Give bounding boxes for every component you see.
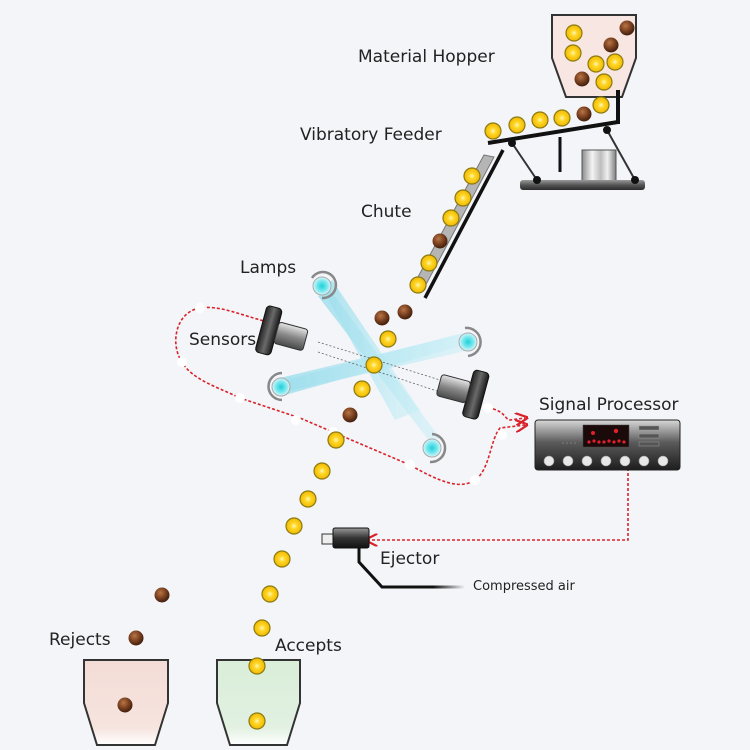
label-feeder: Vibratory Feeder [300,125,442,145]
processor-knob [543,455,555,467]
accepted-particle [587,55,605,73]
accepted-particle [564,44,582,62]
accepted-particle [508,116,526,134]
rejected-particle [397,304,413,320]
accepted-particle [606,53,624,71]
accepted-particle [409,276,427,294]
label-lamps: Lamps [240,258,297,278]
accepted-particle [379,330,397,348]
processor-knob [581,455,593,467]
rejected-particle [619,20,635,36]
processor-knob [619,455,631,467]
label-hopper: Material Hopper [358,47,495,67]
rejected-particle [117,697,133,713]
accepted-particle [327,431,345,449]
label-rejects: Rejects [49,630,111,650]
rejected-particle [374,310,390,326]
lamp-icon-bottom [422,432,447,464]
accepted-particle [248,712,266,730]
camera-sensor-icon-left [255,305,309,356]
rejected-particle [576,106,592,122]
accepted-particle [595,73,613,91]
particles [117,20,635,730]
lamp-icon-left [267,371,291,402]
rejected-particle [432,233,448,249]
accepted-particle [592,96,610,114]
rejected-particle [603,37,619,53]
accepted-particle [553,109,571,127]
label-processor: Signal Processor [539,395,679,415]
accepted-particle [253,619,271,637]
processor-knob [562,455,574,467]
rejected-particle [128,630,144,646]
accepted-particle [454,189,472,207]
label-chute: Chute [361,202,412,222]
vibratory-feeder-icon [487,90,645,190]
lamp-icon-right [458,326,482,358]
processor-knob [600,455,612,467]
accepted-particle [285,517,303,535]
accepted-particle [565,24,583,42]
accepted-particle [484,122,502,140]
air-ejector-icon [321,527,465,589]
label-compressed-air: Compressed air [473,579,575,594]
accepted-particle [353,380,371,398]
accepted-particle [248,657,266,675]
signal-processor-icon [534,419,681,471]
rejected-particle [154,587,170,603]
rejected-particle [342,407,358,423]
chute-icon [411,149,505,299]
sensor-sight-lines [317,341,441,393]
accepted-particle [299,490,317,508]
label-accepts: Accepts [275,636,342,656]
accepted-particle [442,209,460,227]
lamp-icon-top [310,270,338,300]
processor-knob [638,455,650,467]
accepted-particle [313,462,331,480]
accept-bin-icon [216,659,301,746]
processor-knob [657,455,669,467]
camera-sensor-icon-right [436,369,490,420]
label-sensors: Sensors [189,330,257,350]
accepted-particle [365,356,383,374]
accepted-particle [273,550,291,568]
accepted-particle [261,585,279,603]
accepted-particle [463,167,481,185]
label-ejector: Ejector [380,549,440,569]
rejected-particle [574,71,590,87]
accepted-particle [531,111,549,129]
accepted-particle [420,254,438,272]
